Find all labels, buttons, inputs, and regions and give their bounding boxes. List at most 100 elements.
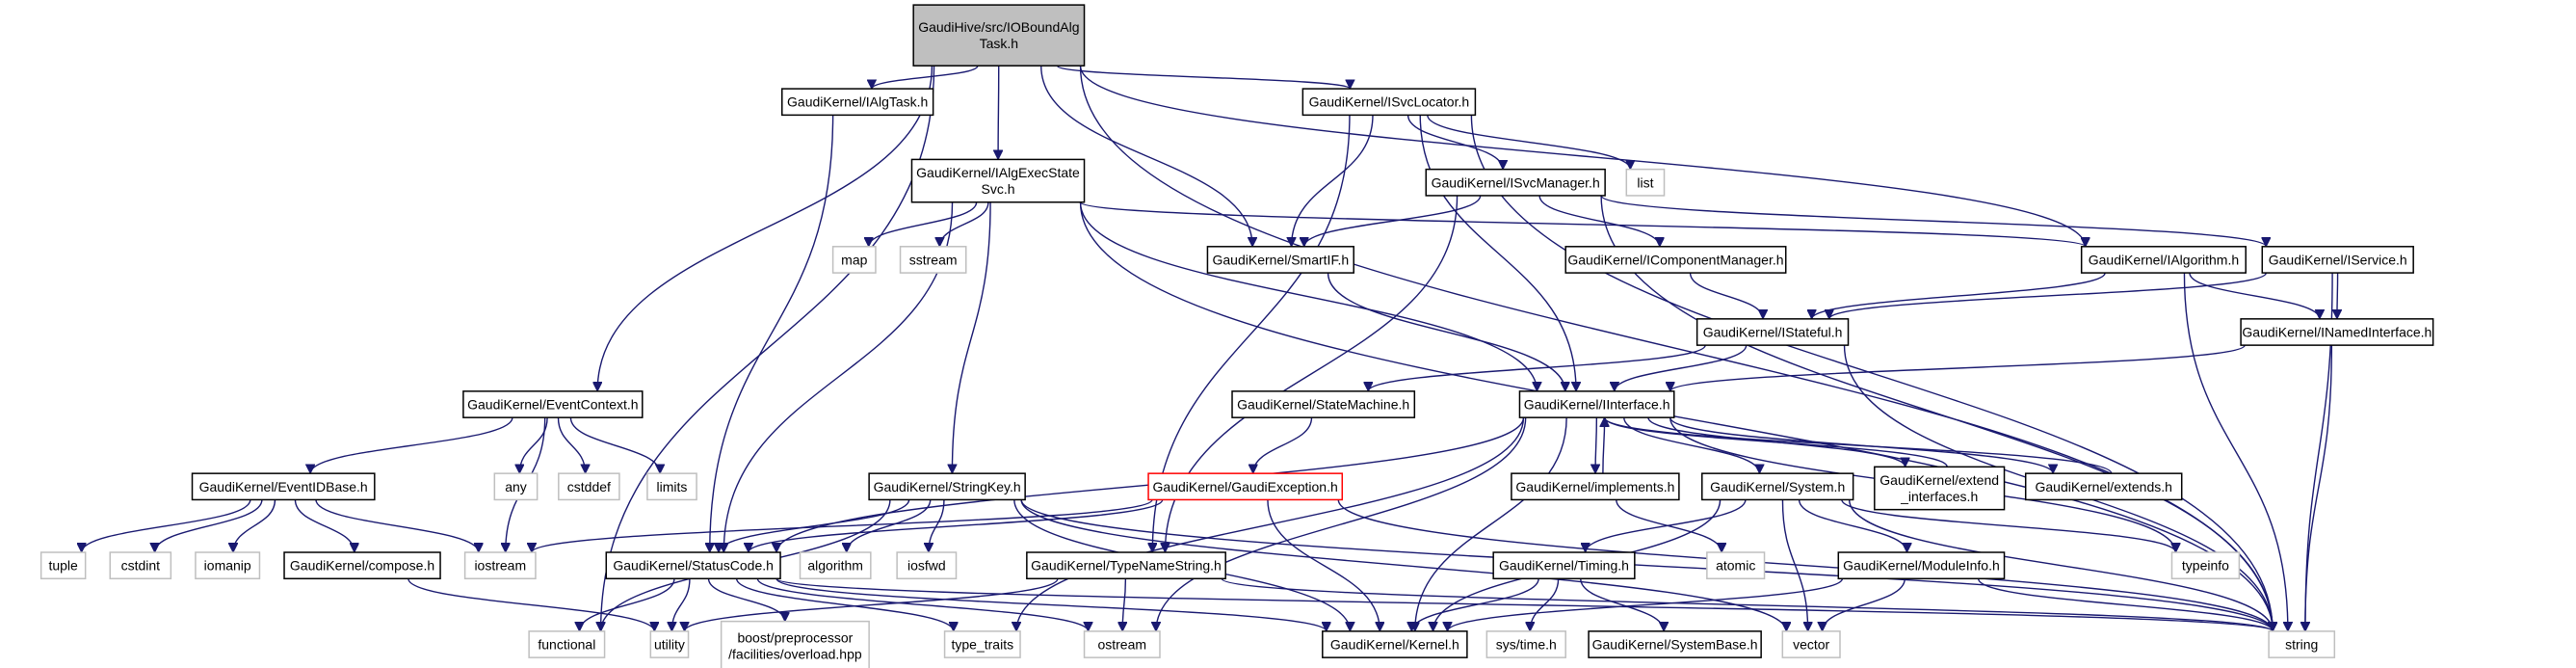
node-map[interactable]: map [831,246,877,274]
edge-icompmgr-to-istateful [1689,272,1763,319]
edges-layer [82,65,2338,632]
node-label: vector [1793,637,1829,653]
edge-system-to-timing [1586,499,1747,553]
edge-gaudiexception-to-string [1337,499,2273,631]
node-atomic[interactable]: atomic [1706,551,1766,580]
edge-stringkey-to-vector [1020,499,1786,630]
edge-extends-to-iinterface [1605,416,2113,474]
node-ialgtask[interactable]: GaudiKernel/IAlgTask.h [781,88,934,117]
node-label: _interfaces.h [1900,489,1978,504]
node-label: GaudiKernel/Kernel.h [1330,637,1459,653]
edge-typenamestring-to-ostream [1122,578,1125,631]
edge-typenamestring-to-string [1221,577,2273,632]
node-list[interactable]: list [1625,168,1666,197]
edge-isvclocator-to-typenamestring [1152,115,1351,552]
node-box [868,472,1026,501]
node-vector[interactable]: vector [1781,630,1841,658]
edge-statuscode-to-kernel [775,577,1327,632]
node-statemachine[interactable]: GaudiKernel/StateMachine.h [1231,390,1416,418]
node-sstream[interactable]: sstream [899,246,967,274]
node-iservice[interactable]: GaudiKernel/IService.h [2261,246,2414,274]
node-system[interactable]: GaudiKernel/System.h [1701,472,1854,501]
node-iinterface[interactable]: GaudiKernel/IInterface.h [1518,390,1675,418]
node-boost[interactable]: boost/preprocessor/facilities/overload.h… [720,620,870,668]
node-box [912,4,1086,67]
node-statuscode[interactable]: GaudiKernel/StatusCode.h [605,551,781,580]
node-box [1322,630,1468,658]
edge-root-to-ialgorithm [1079,66,2086,247]
node-implements[interactable]: GaudiKernel/implements.h [1511,472,1680,501]
node-box [799,551,872,580]
node-eventidbase[interactable]: GaudiKernel/EventIDBase.h [191,472,376,501]
node-timing[interactable]: GaudiKernel/Timing.h [1492,551,1636,580]
node-box [2170,551,2241,580]
node-inamed[interactable]: GaudiKernel/INamedInterface.h [2240,318,2434,346]
edge-isvclocator-to-smartif [1292,115,1374,246]
node-extendif[interactable]: GaudiKernel/extend_interfaces.h [1874,466,2006,511]
edge-isvclocator-to-isvcmanager [1406,115,1503,170]
node-compose[interactable]: GaudiKernel/compose.h [283,551,441,580]
edge-eventidbase-to-iostream [315,499,479,553]
node-iomanip[interactable]: iomanip [195,551,261,580]
node-istateful[interactable]: GaudiKernel/IStateful.h [1695,318,1850,346]
node-ostream[interactable]: ostream [1083,630,1161,658]
node-moduleinfo[interactable]: GaudiKernel/ModuleInfo.h [1837,551,2006,580]
node-box [943,630,1021,658]
node-label: GaudiKernel/extends.h [2035,479,2171,494]
node-box [2024,472,2183,501]
edge-iservice-to-istateful [1829,272,2267,320]
node-iostream[interactable]: iostream [463,551,537,580]
node-systembase[interactable]: GaudiKernel/SystemBase.h [1588,630,1762,658]
node-box [1701,472,1854,501]
node-cstdint[interactable]: cstdint [109,551,172,580]
node-label: GaudiHive/src/IOBoundAlg [918,19,1079,35]
edge-moduleinfo-to-string [1977,578,2273,632]
node-box [2268,630,2336,658]
node-box [1564,246,1787,274]
edge-timing-to-systime [1530,578,1560,631]
edge-eventidbase-to-compose [294,499,354,553]
edge-istateful-to-statemachine [1368,344,1706,392]
node-any[interactable]: any [493,472,539,501]
node-box [493,472,539,501]
node-type_traits[interactable]: type_traits [943,630,1021,658]
node-string[interactable]: string [2268,630,2336,658]
edge-isvcmanager-to-iservice [1600,195,2266,248]
node-smartif[interactable]: GaudiKernel/SmartIF.h [1206,246,1354,274]
node-stringkey[interactable]: GaudiKernel/StringKey.h [868,472,1026,501]
edge-isvcmanager-to-string [1600,195,2273,631]
node-limits[interactable]: limits [646,472,697,501]
node-typeinfo[interactable]: typeinfo [2170,551,2241,580]
node-systime[interactable]: sys/time.h [1485,630,1566,658]
node-box [1147,472,1344,501]
node-gaudiexception[interactable]: GaudiKernel/GaudiException.h [1147,472,1344,501]
node-label: GaudiKernel/ModuleInfo.h [1843,558,2000,574]
edge-istateful-to-iinterface [1615,344,1748,392]
node-label: GaudiKernel/compose.h [290,558,434,574]
edge-isvcmanager-to-icompmgr [1538,195,1660,247]
node-tuple[interactable]: tuple [39,551,87,580]
node-functional[interactable]: functional [528,630,606,658]
node-extends[interactable]: GaudiKernel/extends.h [2024,472,2183,501]
node-kernel[interactable]: GaudiKernel/Kernel.h [1322,630,1468,658]
edge-statuscode-to-functional [579,578,675,631]
node-ialgorithm[interactable]: GaudiKernel/IAlgorithm.h [2080,246,2247,274]
node-box [910,158,1086,203]
node-isvclocator[interactable]: GaudiKernel/ISvcLocator.h [1301,88,1477,117]
node-algorithm[interactable]: algorithm [799,551,872,580]
nodes-layer: GaudiHive/src/IOBoundAlgTask.hGaudiKerne… [39,4,2434,668]
node-iosfwd[interactable]: iosfwd [896,551,958,580]
edge-system-to-string [1848,499,2273,630]
node-cstddef[interactable]: cstddef [558,472,620,501]
node-icompmgr[interactable]: GaudiKernel/IComponentManager.h [1564,246,1787,274]
node-typenamestring[interactable]: GaudiKernel/TypeNameString.h [1026,551,1226,580]
node-isvcmanager[interactable]: GaudiKernel/ISvcManager.h [1425,168,1606,197]
node-label: GaudiKernel/IComponentManager.h [1567,252,1783,267]
node-utility[interactable]: utility [649,630,690,658]
node-label: cstdint [121,558,161,574]
node-eventcontext[interactable]: GaudiKernel/EventContext.h [462,390,644,418]
node-box [558,472,620,501]
